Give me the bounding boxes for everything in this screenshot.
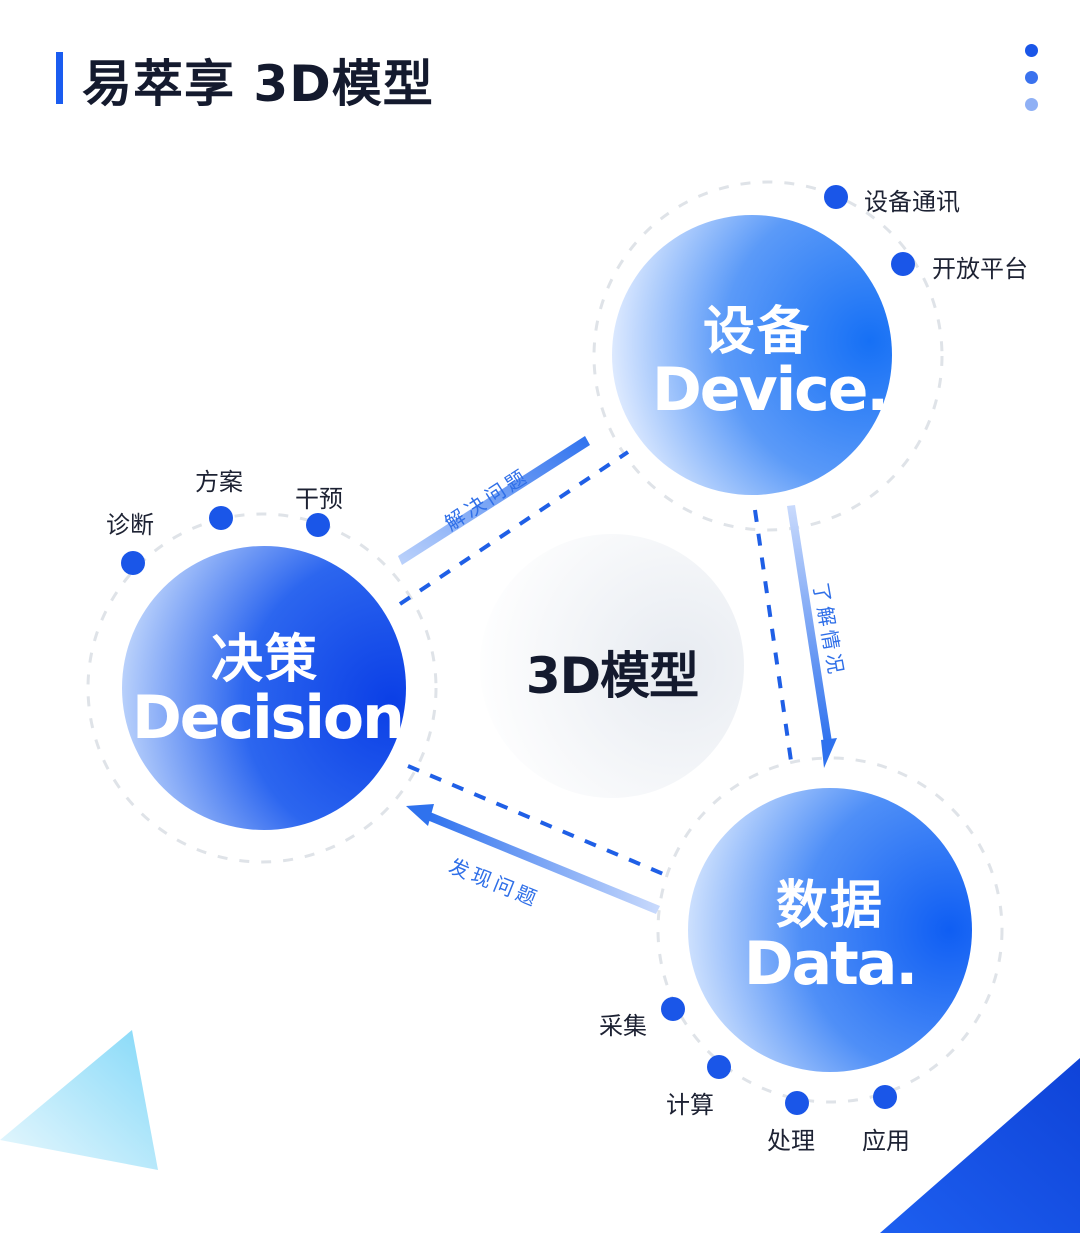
decision-tag: 方案 xyxy=(195,468,243,496)
device-tag: 设备通讯 xyxy=(864,188,960,216)
tag-dot xyxy=(121,551,145,575)
device-orbit-ring xyxy=(592,180,944,532)
device-node-en: Device. xyxy=(652,355,889,425)
device-node-label: 设备 Device. xyxy=(652,302,889,425)
flow-arrow-understand xyxy=(787,505,832,744)
page-title: 易萃享 3D模型 xyxy=(82,55,434,113)
data-tag: 处理 xyxy=(767,1127,815,1155)
device-node-cn: 设备 xyxy=(702,302,811,362)
decor-triangle-left xyxy=(0,1030,158,1170)
decision-tag: 干预 xyxy=(295,485,343,513)
flow-arrow-discover xyxy=(427,812,660,914)
tag-dot xyxy=(707,1055,731,1079)
tag-dot xyxy=(209,506,233,530)
decision-node-cn: 决策 xyxy=(210,630,319,690)
center-label: 3D模型 xyxy=(525,647,699,705)
data-node-cn: 数据 xyxy=(775,876,884,936)
decision-node-en: Decision. xyxy=(132,683,426,753)
decision-circle xyxy=(122,546,406,830)
data-circle xyxy=(688,788,972,1072)
tag-dot xyxy=(306,513,330,537)
tag-dot xyxy=(891,252,915,276)
tag-dot xyxy=(661,997,685,1021)
menu-dot xyxy=(1025,98,1038,111)
title-accent-bar xyxy=(56,52,63,104)
device-tag: 开放平台 xyxy=(932,255,1028,283)
decision-orbit-ring xyxy=(86,512,438,864)
center-circle xyxy=(480,534,744,798)
tag-dot xyxy=(824,185,848,209)
data-node-en: Data. xyxy=(743,929,918,999)
data-tag: 计算 xyxy=(666,1091,714,1119)
more-menu-icon[interactable] xyxy=(1024,44,1040,114)
menu-dot xyxy=(1025,71,1038,84)
data-node-label: 数据 Data. xyxy=(730,880,930,994)
tag-dot xyxy=(873,1085,897,1109)
decision-node-label: 决策 Decision. xyxy=(132,630,426,753)
device-circle xyxy=(612,215,892,495)
decor-triangle-right xyxy=(880,1058,1080,1233)
data-orbit-ring xyxy=(656,756,1004,1104)
connector-device-data xyxy=(753,509,794,769)
tag-dot xyxy=(785,1091,809,1115)
flow-arrow-solve xyxy=(398,436,590,565)
menu-dot xyxy=(1025,44,1038,57)
flow-arrowhead-understand xyxy=(821,738,837,768)
decision-tag: 诊断 xyxy=(106,511,154,539)
data-tag: 应用 xyxy=(862,1127,910,1155)
flow-arrowhead-discover xyxy=(406,804,434,826)
data-tag: 采集 xyxy=(599,1012,647,1040)
